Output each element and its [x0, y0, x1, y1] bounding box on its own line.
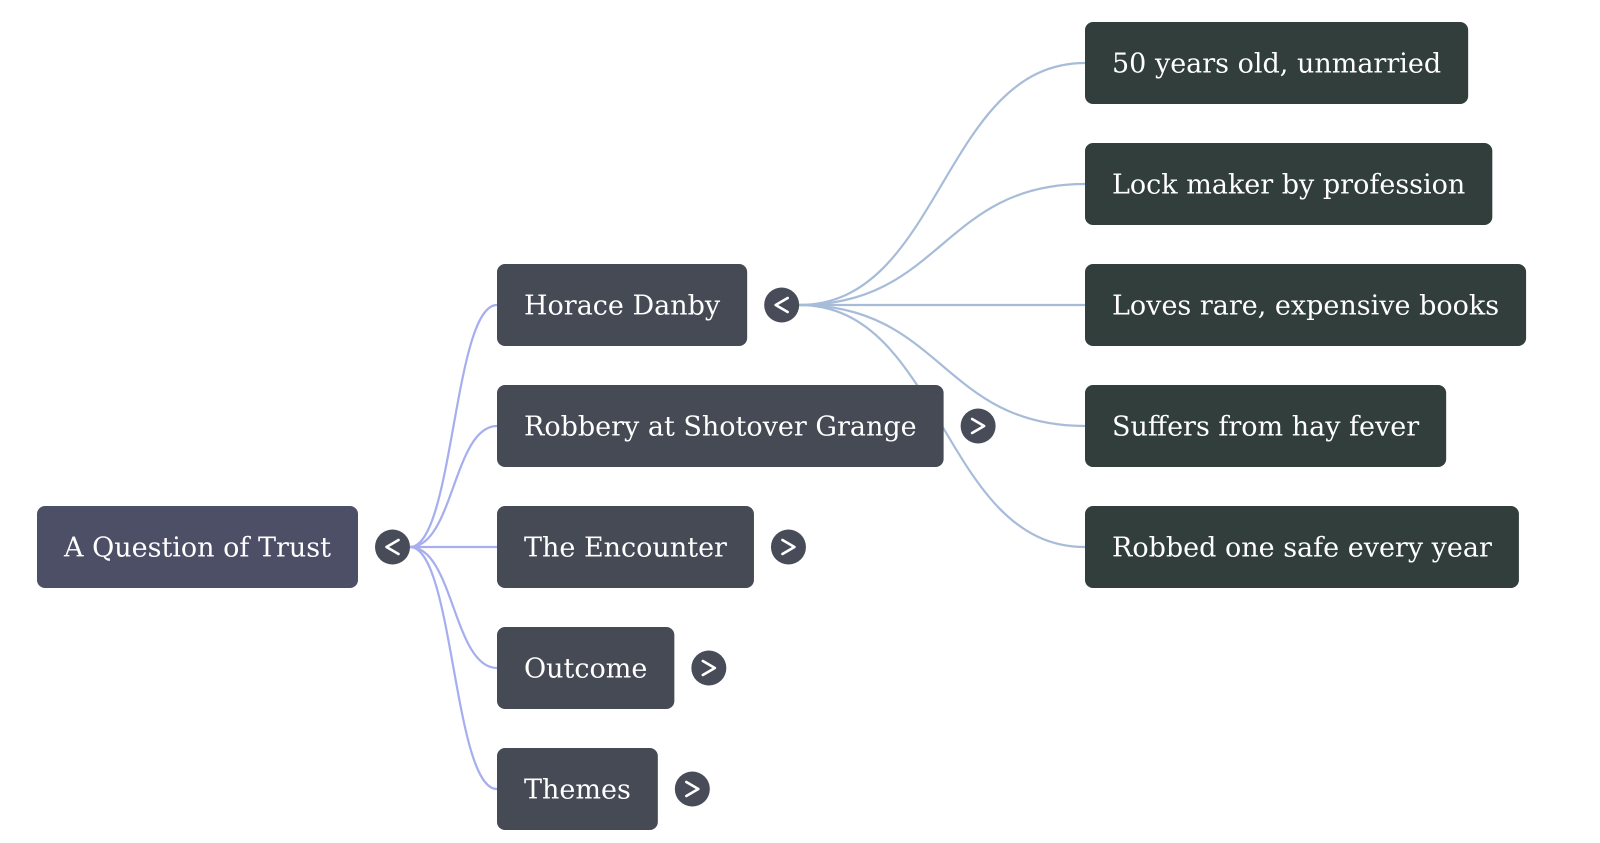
leaf-50-years-old-unmarried-node-label: 50 years old, unmarried [1112, 49, 1441, 80]
branch-outcome-expand-toggle[interactable] [691, 650, 727, 686]
toggle-circle [375, 529, 410, 565]
toggle-circle [674, 771, 710, 807]
leaf-robbed-one-safe-every-year-node-label: Robbed one safe every year [1112, 533, 1492, 564]
leaf-suffers-from-hay-fever-node-label: Suffers from hay fever [1112, 412, 1419, 443]
leaf-suffers-from-hay-fever-node[interactable]: Suffers from hay fever [1085, 385, 1447, 467]
root-node-box [37, 506, 358, 588]
leaf-50-years-old-unmarried-link [799, 61, 1086, 307]
leaf-loves-rare-expensive-books-node[interactable]: Loves rare, expensive books [1085, 264, 1527, 346]
branch-outcome-link [409, 545, 498, 670]
branch-outcome-node-label: Outcome [524, 654, 647, 685]
chevron-right-icon [781, 538, 796, 556]
branch-horace-danby-collapse-toggle[interactable] [764, 287, 800, 323]
branch-horace-danby-node-box [497, 264, 748, 346]
branch-robbery-at-shotover-grange-link [409, 424, 498, 549]
leaf-lock-maker-by-profession-link [799, 182, 1086, 307]
branch-themes-node-label: Themes [524, 775, 631, 806]
branch-outcome-node-box [497, 627, 675, 709]
branch-horace-danby-link [409, 303, 498, 549]
branch-themes-expand-toggle[interactable] [674, 771, 710, 807]
branch-horace-danby-node-label: Horace Danby [524, 291, 721, 322]
root-collapse-toggle[interactable] [375, 529, 410, 565]
leaf-lock-maker-by-profession-node[interactable]: Lock maker by profession [1085, 143, 1493, 225]
leaf-50-years-old-unmarried-node-box [1085, 22, 1469, 104]
branch-robbery-at-shotover-grange-node-label: Robbery at Shotover Grange [524, 412, 917, 443]
leaf-robbed-one-safe-every-year-node-box [1085, 506, 1519, 588]
leaf-robbed-one-safe-every-year-node[interactable]: Robbed one safe every year [1085, 506, 1519, 588]
leaf-loves-rare-expensive-books-node-box [1085, 264, 1527, 346]
branch-horace-danby-node[interactable]: Horace Danby [497, 264, 748, 346]
branch-robbery-at-shotover-grange-expand-toggle[interactable] [960, 408, 996, 444]
toggle-circle [770, 529, 806, 565]
chevron-right-icon [701, 659, 717, 677]
branch-robbery-at-shotover-grange-node-box [497, 385, 944, 467]
chevron-left-icon [774, 296, 789, 314]
toggle-circle [764, 287, 800, 323]
branch-the-encounter-node-label: The Encounter [524, 533, 727, 564]
branch-outcome-node[interactable]: Outcome [497, 627, 675, 709]
toggle-circle [960, 408, 996, 444]
chevron-right-icon [685, 780, 700, 798]
chevron-left-icon [385, 538, 400, 556]
root-node[interactable]: A Question of Trust [37, 506, 358, 588]
branch-themes-link [409, 545, 498, 791]
leaf-lock-maker-by-profession-node-box [1085, 143, 1493, 225]
leaf-lock-maker-by-profession-node-label: Lock maker by profession [1112, 170, 1465, 201]
leaf-suffers-from-hay-fever-node-box [1085, 385, 1447, 467]
branch-robbery-at-shotover-grange-node[interactable]: Robbery at Shotover Grange [497, 385, 944, 467]
branch-the-encounter-node-box [497, 506, 754, 588]
branch-the-encounter-node[interactable]: The Encounter [497, 506, 754, 588]
branch-themes-node-box [497, 748, 658, 830]
branch-themes-node[interactable]: Themes [497, 748, 658, 830]
leaf-suffers-from-hay-fever-link [799, 303, 1086, 428]
leaf-50-years-old-unmarried-node[interactable]: 50 years old, unmarried [1085, 22, 1469, 104]
nodes-layer: A Question of Trust Horace Danby 50 years … [37, 22, 1527, 830]
branch-the-encounter-expand-toggle[interactable] [770, 529, 806, 565]
root-node-label: A Question of Trust [63, 533, 331, 564]
chevron-right-icon [970, 417, 986, 435]
leaf-loves-rare-expensive-books-node-label: Loves rare, expensive books [1112, 291, 1499, 322]
toggle-circle [691, 650, 727, 686]
